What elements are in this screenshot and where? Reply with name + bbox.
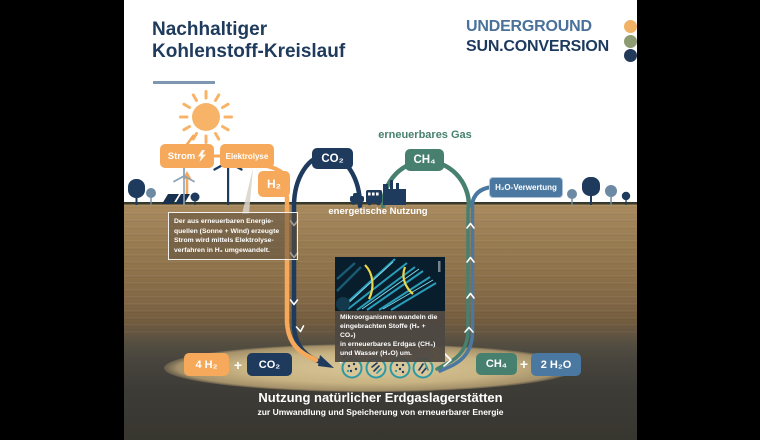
logo-dot-orange-icon — [624, 20, 637, 33]
strom-label: Strom — [167, 150, 196, 162]
formula-plus-right: + — [519, 356, 529, 372]
h2o-verwertung-box: H₂O-Verwertung — [489, 177, 563, 198]
formula-plus-left: + — [233, 356, 243, 373]
logo-text: UNDERGROUND SUN.CONVERSION — [466, 17, 619, 62]
logo-dot-navy-icon — [624, 49, 637, 62]
tree-icon — [128, 179, 200, 205]
page-title: Nachhaltiger Kohlenstoff-Kreislauf — [152, 19, 345, 64]
formula-2h2o-box: 2 H₂O — [531, 353, 581, 376]
underground-sun-conversion-logo: UNDERGROUND SUN.CONVERSION — [466, 17, 637, 62]
strom-box: Strom — [160, 144, 214, 168]
page-title-line2: Kohlenstoff-Kreislauf — [152, 41, 346, 63]
tree-icon — [567, 177, 631, 205]
formula-co2-box: CO₂ — [247, 353, 292, 376]
h2-flow-line — [284, 194, 319, 363]
footer-subtitle: zur Umwandlung und Speicherung von erneu… — [257, 407, 504, 417]
formula-4h2-box: 4 H₂ — [184, 353, 229, 376]
vehicles-factory-icon — [350, 180, 406, 206]
h2-label: H₂ — [267, 177, 281, 191]
energetic-use-label: energetische Nutzung — [328, 206, 428, 217]
h2-box: H₂ — [258, 171, 290, 197]
h2o-verwertung-label: H₂O-Verwertung — [495, 183, 557, 192]
solar-panel-icon — [162, 194, 190, 204]
sun-icon — [179, 90, 233, 144]
infographic-canvas: Nachhaltiger Kohlenstoff-Kreislauf UNDER… — [124, 0, 637, 440]
logo-line2: SUN.CONVERSION — [466, 38, 609, 55]
co2-label: CO₂ — [321, 152, 344, 165]
logo-line1: UNDERGROUND — [466, 18, 592, 35]
logo-dot-olive-icon — [624, 34, 637, 48]
logo-dots — [624, 17, 637, 62]
footer-title: Nutzung natürlicher Erdgaslagerstätten — [258, 390, 503, 405]
note-pointer — [242, 168, 253, 214]
formula-ch4-box: CH₄ — [476, 353, 517, 375]
elektrolyse-box: Elektrolyse — [220, 144, 274, 168]
microorganism-photo — [335, 257, 445, 311]
co2-box: CO₂ — [312, 148, 353, 169]
microbes-note: Mikroorganismen wandeln die eingebrachte… — [335, 311, 445, 362]
lightning-icon — [198, 150, 207, 162]
electrolysis-note: Der aus erneuerbaren Energie- quellen (S… — [168, 212, 298, 261]
ch4-label: CH₄ — [413, 154, 436, 166]
title-underline — [153, 81, 215, 84]
co2-flow-arrowhead — [318, 355, 334, 368]
elektrolyse-label: Elektrolyse — [225, 151, 269, 161]
renewable-gas-label: erneuerbares Gas — [378, 129, 472, 141]
ch4-box: CH₄ — [405, 149, 444, 171]
microbe-icon — [341, 357, 434, 379]
page-title-line1: Nachhaltiger — [152, 19, 268, 40]
microorganism-photo-art — [335, 257, 445, 311]
co2-flow-line — [291, 152, 363, 367]
